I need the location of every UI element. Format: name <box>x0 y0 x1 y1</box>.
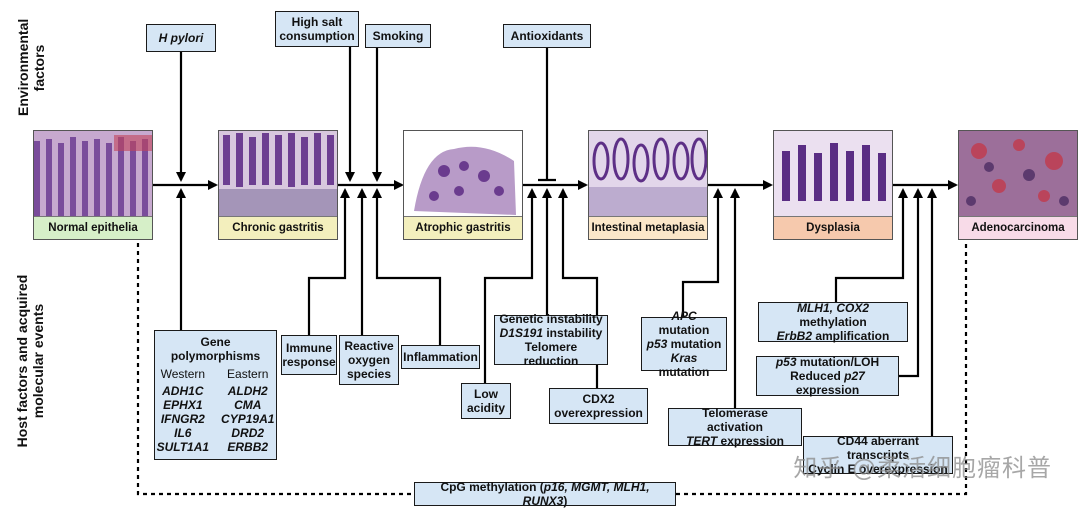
stage-dysplasia: Dysplasia <box>773 130 893 240</box>
stage-normal-epithelia: Normal epithelia <box>33 130 153 240</box>
environmental-factors-label: Environmental factors <box>15 18 47 116</box>
mlh1-box: MLH1, COX2 methylation ErbB2 amplificati… <box>758 301 908 343</box>
genetic-instability-box: Genetic instability D1S191 instability T… <box>494 312 608 368</box>
host-factors-label: Host factors and acquired molecular even… <box>14 274 46 448</box>
cdx2-box: CDX2 overexpression <box>549 388 648 424</box>
stage-label: Dysplasia <box>774 216 892 239</box>
western-column: Western ADH1C EPHX1 IFNGR2 IL6 SULT1A1 <box>156 367 210 454</box>
inflammation-box: Inflammation <box>401 345 480 369</box>
stage-label: Intestinal metaplasia <box>589 216 707 239</box>
cpg-methylation-box: CpG methylation (p16, MGMT, MLH1, RUNX3) <box>414 480 676 508</box>
gene-polymorphisms-box: Gene polymorphisms Western ADH1C EPHX1 I… <box>154 330 277 460</box>
stage-intestinal-metaplasia: Intestinal metaplasia <box>588 130 708 240</box>
stage-label: Normal epithelia <box>34 216 152 239</box>
immune-response-box: Immune response <box>281 335 337 375</box>
low-acidity-box: Low acidity <box>461 383 511 419</box>
antioxidants-box: Antioxidants <box>503 24 591 48</box>
eastern-column: Eastern ALDH2 CMA CYP19A1 DRD2 ERBB2 <box>221 367 275 454</box>
histology-image <box>404 131 522 217</box>
stage-label: Atrophic gastritis <box>404 216 522 239</box>
high-salt-box: High salt consumption <box>275 11 359 47</box>
h-pylori-box: H pylori <box>146 24 216 52</box>
histology-image <box>219 131 337 217</box>
stage-label: Chronic gastritis <box>219 216 337 239</box>
histology-image <box>589 131 707 217</box>
cd44-box: CD44 aberrant transcripts Cyclin E overe… <box>803 434 953 476</box>
histology-image <box>774 131 892 217</box>
p53-loh-box: p53 mutation/LOH Reduced p27 expression <box>756 355 899 397</box>
telomerase-box: Telomerase activation TERT expression <box>668 406 802 448</box>
stage-label: Adenocarcinoma <box>959 216 1077 239</box>
stage-adenocarcinoma: Adenocarcinoma <box>958 130 1078 240</box>
stage-chronic-gastritis: Chronic gastritis <box>218 130 338 240</box>
smoking-box: Smoking <box>365 24 431 48</box>
histology-image <box>959 131 1077 217</box>
reactive-oxygen-box: Reactive oxygen species <box>339 335 399 385</box>
histology-image <box>34 131 152 217</box>
stage-atrophic-gastritis: Atrophic gastritis <box>403 130 523 240</box>
watermark: 知乎 @柔活细胞瘤科普 <box>793 454 1052 482</box>
mutations-box: APC mutation p53 mutation Kras mutation <box>641 309 727 379</box>
